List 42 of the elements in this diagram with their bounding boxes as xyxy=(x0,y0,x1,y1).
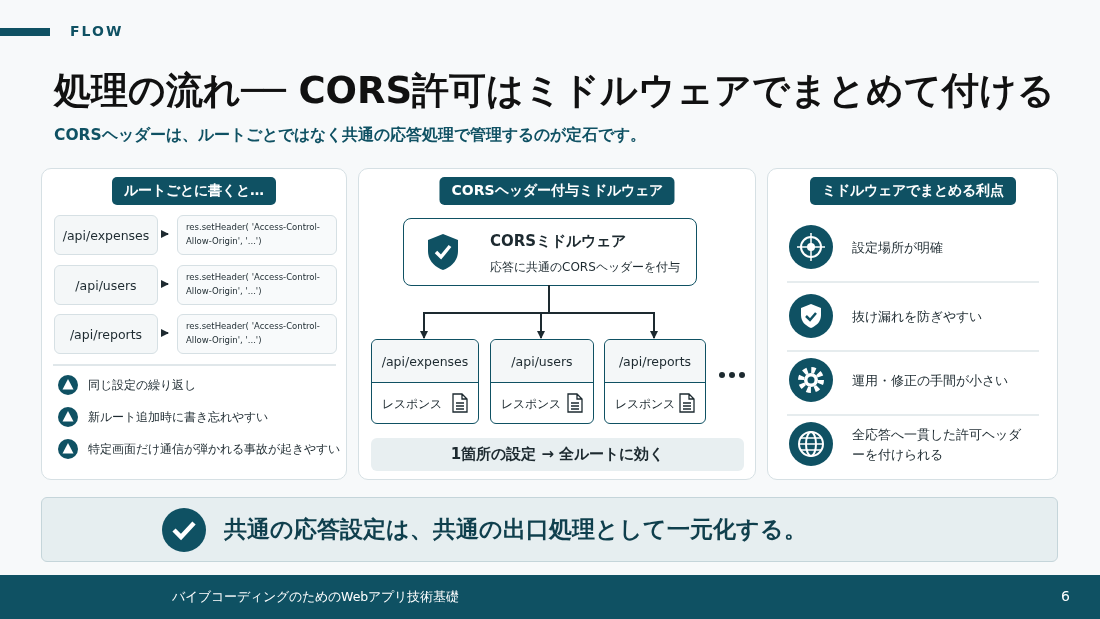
middleware-title: CORSミドルウェア xyxy=(490,232,627,251)
code-box: res.setHeader( 'Access-Control-Allow-Origin', '...') xyxy=(177,215,337,255)
code-box: res.setHeader( 'Access-Control-Allow-Origin', '...') xyxy=(177,265,337,305)
route-box: /api/expenses xyxy=(54,215,158,255)
route-card xyxy=(490,339,594,424)
response-text: レスポンス xyxy=(501,396,561,413)
page-number: 6 xyxy=(1061,588,1070,604)
summary-band: 1箇所の設定 → 全ルートに効く xyxy=(371,438,744,471)
route-box: /api/reports xyxy=(54,314,158,354)
arrow xyxy=(160,329,169,337)
route-path: /api/expenses xyxy=(372,340,478,383)
footer-text: バイブコーディングのためのWebアプリ技術基礎 xyxy=(172,589,460,606)
route-box: /api/users xyxy=(54,265,158,305)
benefit-text: 設定場所が明確 xyxy=(852,239,944,257)
subtitle: CORSヘッダーは、ルートごとではなく共通の応答処理で管理するのが定石です。 xyxy=(54,125,646,146)
response-text: レスポンス xyxy=(382,396,442,413)
middleware-description: 応答に共通のCORSヘッダーを付与 xyxy=(490,259,680,276)
route-path: /api/reports xyxy=(605,340,705,383)
response-text: レスポンス xyxy=(615,396,675,413)
route-card xyxy=(371,339,479,424)
benefit-text: 全応答へ一貫した許可ヘッダーを付けられる xyxy=(852,426,1022,464)
benefit-text: 運用・修正の手間が小さい xyxy=(852,372,1009,390)
benefit-text: 抜け漏れを防ぎやすい xyxy=(852,308,983,326)
conclusion-banner xyxy=(41,497,1058,562)
panel-heading: CORSヘッダー付与ミドルウェア xyxy=(439,177,675,205)
warning-text: 同じ設定の繰り返し xyxy=(88,377,196,394)
panel-card xyxy=(358,168,756,480)
panel-heading: ミドルウェアでまとめる利点 xyxy=(809,177,1016,205)
slide-title: 処理の流れ── CORS許可はミドルウェアでまとめて付ける xyxy=(54,68,1056,114)
warning-text: 特定画面だけ通信が弾かれる事故が起きやすい xyxy=(88,441,340,458)
route-card xyxy=(604,339,706,424)
conclusion-text: 共通の応答設定は、共通の出口処理として一元化する。 xyxy=(224,515,807,544)
route-path: /api/users xyxy=(491,340,593,383)
arrow xyxy=(160,280,169,288)
panel-card xyxy=(767,168,1058,480)
warning-text: 新ルート追加時に書き忘れやすい xyxy=(88,409,268,426)
code-box: res.setHeader( 'Access-Control-Allow-Origin', '...') xyxy=(177,314,337,354)
panel-card xyxy=(41,168,347,480)
arrow xyxy=(160,230,169,238)
section-tag: FLOW xyxy=(70,23,124,39)
middleware-box xyxy=(403,218,697,286)
panel-heading: ルートごとに書くと… xyxy=(112,177,276,205)
